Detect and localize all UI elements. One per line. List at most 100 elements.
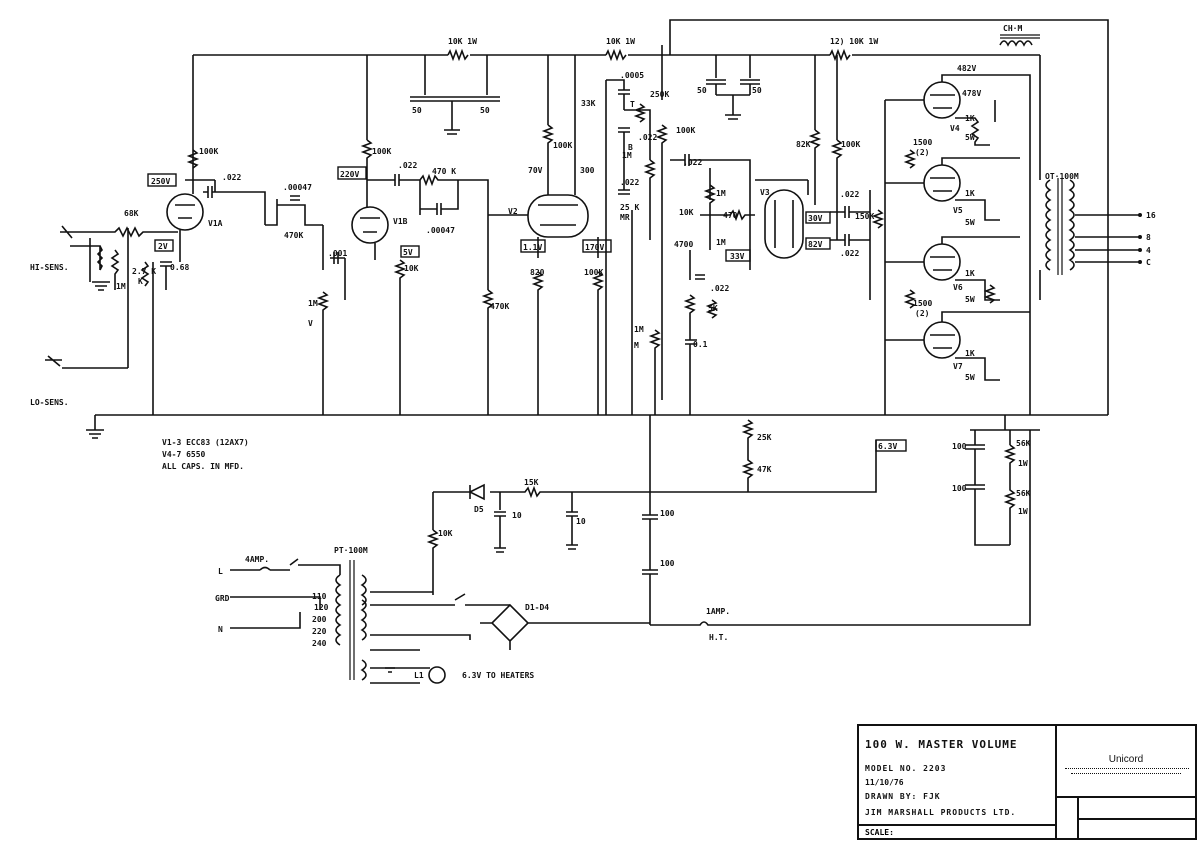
label-r100k-c: 100K — [584, 268, 603, 277]
label-r47k: 47K — [757, 465, 772, 474]
label-v82: 82V — [808, 240, 823, 249]
label-ot: OT·100M — [1045, 172, 1079, 181]
label-v2-tube: V2 — [508, 207, 518, 216]
label-d1-d4: D1-D4 — [525, 603, 549, 612]
label-c50-c: 50 — [697, 86, 707, 95]
v1b-tube — [351, 206, 389, 244]
label-r470k-b: 470 K — [432, 167, 456, 176]
label-r1w-a: 1W — [1018, 459, 1028, 468]
label-c068: 0.68 — [170, 263, 189, 272]
label-r470k-a: 470K — [284, 231, 303, 240]
notes-line-2: V4-7 6550 — [162, 450, 206, 459]
label-r10k-c: 10K — [438, 529, 453, 538]
label-r470k-c: 470K — [490, 302, 509, 311]
label-tap-16: 16 — [1146, 211, 1156, 220]
v-badge-82 — [805, 237, 831, 250]
label-heaters: 6.3V TO HEATERS — [462, 671, 534, 680]
output-transformer — [1039, 55, 1142, 300]
label-r-10k-1w-b: 10K 1W — [606, 37, 635, 46]
label-r-100k-v1a: 100K — [199, 147, 218, 156]
label-tap-8: 8 — [1146, 233, 1151, 242]
label-v300: 300 — [580, 166, 595, 175]
supply-rails — [95, 19, 1109, 416]
ground-symbols — [86, 415, 104, 439]
label-b: B — [628, 143, 633, 152]
v4-tube — [923, 81, 961, 119]
label-line-gnd: GRD — [215, 594, 230, 603]
label-c50-d: 50 — [752, 86, 762, 95]
v-badge-220 — [337, 166, 367, 180]
label-r56k-b: 56K — [1016, 489, 1031, 498]
label-r1m-c: 1M — [622, 151, 632, 160]
label-r4700: 4700 — [674, 240, 693, 249]
label-v30: 30V — [808, 214, 823, 223]
brand-cell: Unicord — [1057, 726, 1195, 798]
label-amp4: 4AMP. — [245, 555, 269, 564]
label-r1k-c: 1K — [965, 269, 975, 278]
v-badge-170 — [582, 239, 612, 253]
label-r1500-b: 1500 — [913, 299, 932, 308]
label-c100-d: 100 — [952, 484, 967, 493]
label-tap-120: 120 — [314, 603, 329, 612]
v2-tube — [527, 194, 589, 238]
pilot-lamp — [428, 666, 446, 684]
label-r470: 470 — [723, 211, 738, 220]
scale-field: SCALE: — [859, 824, 1057, 840]
label-c001: .001 — [328, 249, 347, 258]
label-tap-c: C — [1146, 258, 1151, 267]
label-r150k: 150K — [855, 212, 874, 221]
v1a-tube — [166, 193, 204, 231]
label-l1: L1 — [414, 671, 424, 680]
label-r15k: 15K — [524, 478, 539, 487]
label-v-pot: V — [308, 319, 313, 328]
label-r5w-c: 5W — [965, 295, 975, 304]
power-tubes — [884, 74, 1040, 431]
label-r1w-b: 1W — [1018, 507, 1028, 516]
drawing-title: 100 W. MASTER VOLUME — [865, 738, 1018, 751]
title-block-info: 100 W. MASTER VOLUME MODEL NO. 2203 11/1… — [859, 726, 1057, 824]
v-badge-2 — [154, 239, 174, 252]
label-r1m-a: 1M — [116, 282, 126, 291]
v-badge-30 — [805, 211, 831, 224]
label-r1500-b2: (2) — [915, 309, 929, 318]
label-r100k-pi: 100K — [841, 140, 860, 149]
label-r5k: 5K — [708, 304, 718, 313]
v-badge-5 — [400, 245, 420, 258]
label-c022-g: .022 — [840, 190, 859, 199]
label-v70: 70V — [528, 166, 543, 175]
v3-tube — [764, 189, 804, 259]
v5-tube — [923, 164, 961, 202]
tone-stack — [605, 45, 669, 415]
label-r10k-b: 10K — [679, 208, 694, 217]
label-r1m-e: 1M — [716, 189, 726, 198]
label-r100k-mid: 100K — [676, 126, 695, 135]
v-badge-250 — [147, 173, 177, 187]
label-pt: PT·100M — [334, 546, 368, 555]
drawn-by: DRAWN BY: FJK — [865, 792, 941, 801]
label-amp1: 1AMP. — [706, 607, 730, 616]
label-c00047-a: .00047 — [283, 183, 312, 192]
label-tap-200: 200 — [312, 615, 327, 624]
model-number: MODEL NO. 2203 — [865, 764, 947, 773]
input-stage — [45, 55, 266, 415]
label-line-l: L — [218, 567, 223, 576]
label-c100-b: 100 — [660, 559, 675, 568]
label-v5: 5V — [403, 248, 413, 257]
label-v482: 482V — [957, 64, 976, 73]
label-r820: 820 — [530, 268, 545, 277]
label-tap-240: 240 — [312, 639, 327, 648]
title-block-cell — [1057, 798, 1079, 840]
label-c50-b: 50 — [480, 106, 490, 115]
label-v250: 250V — [151, 177, 170, 186]
label-r-10k-1w-a: 10K 1W — [448, 37, 477, 46]
label-v1a: V1A — [208, 219, 223, 228]
v1b-stage — [265, 55, 495, 415]
label-line-n: N — [218, 625, 223, 634]
label-c100-a: 100 — [660, 509, 675, 518]
component-labels: 10K 1W 10K 1W 12) 10K 1W CH·M 50 50 50 5… — [30, 24, 1156, 680]
phase-inverter — [670, 55, 885, 415]
label-r1500-a2: (2) — [915, 148, 929, 157]
label-r1m-f: 1M — [716, 238, 726, 247]
fine-print-line — [1065, 768, 1189, 772]
v-badge-63 — [875, 439, 907, 452]
